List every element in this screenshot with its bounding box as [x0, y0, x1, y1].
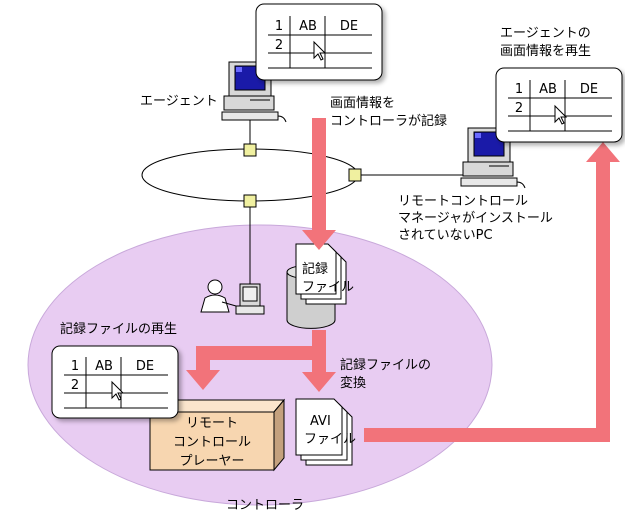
cursor-icon [313, 40, 327, 61]
convert-note-line2: 変換 [340, 376, 367, 391]
convert-arrow [302, 358, 336, 392]
table-cell: 1 [71, 359, 79, 374]
network-node [348, 168, 362, 182]
remote-note-line2: 画面情報を再生 [500, 44, 592, 59]
network-node [243, 143, 257, 157]
remote-pc-label-line1: リモートコントロール [398, 194, 529, 209]
table-cell: DE [340, 19, 358, 34]
table-cell: 1 [275, 19, 283, 34]
table-cell: 2 [71, 378, 79, 393]
remote-pc-computer-icon [460, 127, 526, 189]
remote-pc-label-line2: マネージャがインストール [398, 211, 553, 226]
cursor-icon [554, 104, 568, 125]
table-cell: AB [539, 82, 557, 97]
avi-file-label-line2: ファイル [304, 432, 357, 447]
playback-arrow [186, 330, 326, 390]
table-cell: 2 [275, 38, 283, 53]
send-to-remote-arrow [364, 142, 620, 442]
network-node [243, 194, 257, 208]
player-box-label-line2: コントロール [172, 435, 251, 450]
table-cell: AB [299, 19, 317, 34]
avi-file-icon [295, 398, 353, 466]
record-file-label-line1: 記録 [302, 262, 329, 277]
remote-note-line1: エージェントの [500, 26, 591, 41]
player-box-label: リモート コントロール プレーヤー [150, 412, 274, 469]
avi-file-label-line1: AVI [310, 414, 331, 429]
convert-note-line1: 記録ファイルの [340, 358, 432, 373]
table-cell: 1 [515, 82, 523, 97]
cursor-icon [111, 380, 125, 401]
remote-pc-label-line3: されていないPC [398, 228, 493, 243]
operator-icon [200, 279, 265, 315]
remote-control-player-box [148, 398, 286, 472]
table-cell: AB [95, 359, 113, 374]
record-file-icon [295, 243, 347, 305]
playback-note: 記録ファイルの再生 [60, 322, 178, 337]
remote-screen-panel: 1 AB DE 2 [495, 67, 623, 143]
table-cell: 2 [515, 101, 523, 116]
record-arrow [302, 118, 336, 250]
player-box-label-line3: プレーヤー [179, 454, 245, 469]
controller-label: コントローラ [226, 498, 305, 513]
playback-screen-panel: 1 AB DE 2 [51, 345, 179, 419]
agent-screen-panel: 1 AB DE 2 [255, 3, 383, 81]
agent-label: エージェント [140, 94, 218, 109]
record-note-line1: 画面情報を [330, 96, 396, 111]
record-note-line2: コントローラが記録 [330, 114, 448, 129]
table-cell: DE [136, 359, 154, 374]
agent-computer-icon [221, 61, 287, 123]
table-cell: DE [580, 82, 598, 97]
player-box-label-line1: リモート [185, 416, 238, 431]
record-file-label-line2: ファイル [302, 280, 355, 295]
